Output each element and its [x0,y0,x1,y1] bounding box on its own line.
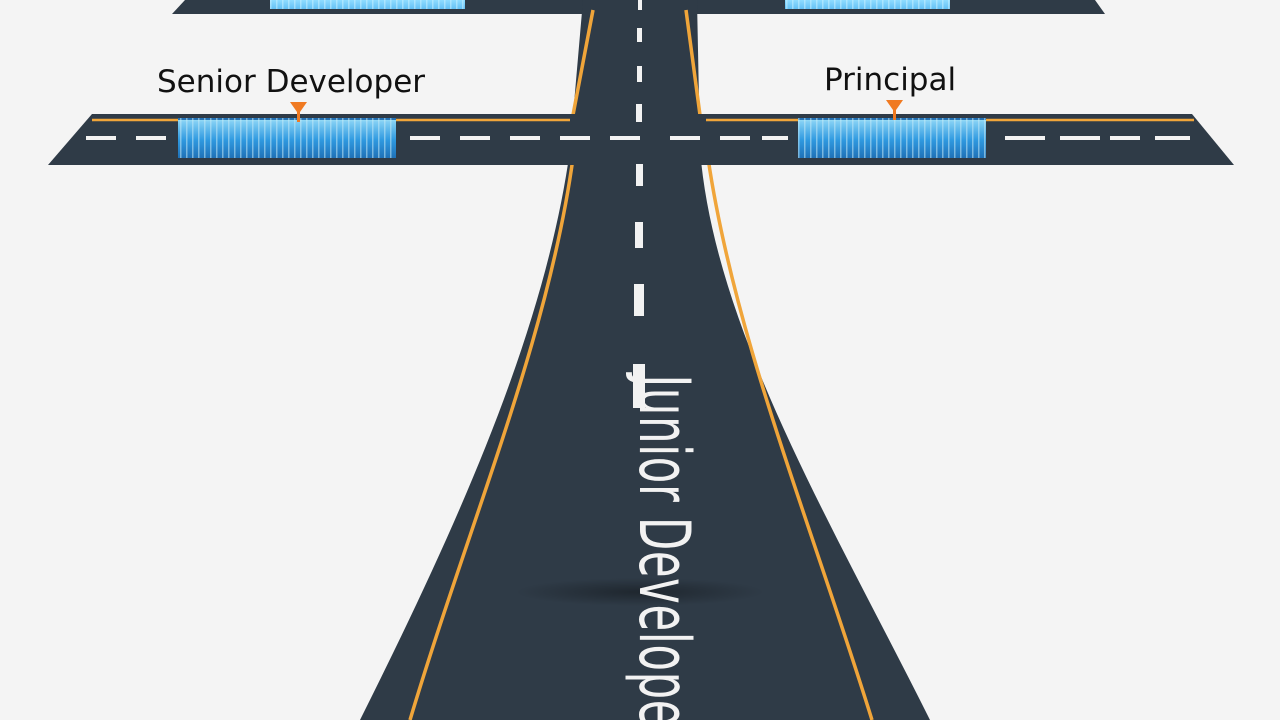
senior-developer-label: Senior Developer [157,64,425,100]
right-branch-marker [886,100,903,120]
map-pin-icon [290,102,307,122]
right-glow-panel [798,118,986,158]
crossroad-lane-dashes [86,136,1190,140]
map-pin-icon [886,100,903,120]
road-shadow [515,578,765,606]
main-road [360,0,930,720]
left-glow-panel [178,118,396,158]
main-road-right-edge-line [684,9,874,720]
principal-label: Principal [824,62,956,98]
main-road-left-edge-line [408,9,595,720]
main-road-lane-dashes [633,0,645,408]
top-left-glow-panel [270,0,465,9]
left-branch-marker [290,102,307,122]
crossroad [48,114,1234,165]
top-right-glow-panel [785,0,950,9]
main-road-label: Junior Developer [623,371,705,720]
